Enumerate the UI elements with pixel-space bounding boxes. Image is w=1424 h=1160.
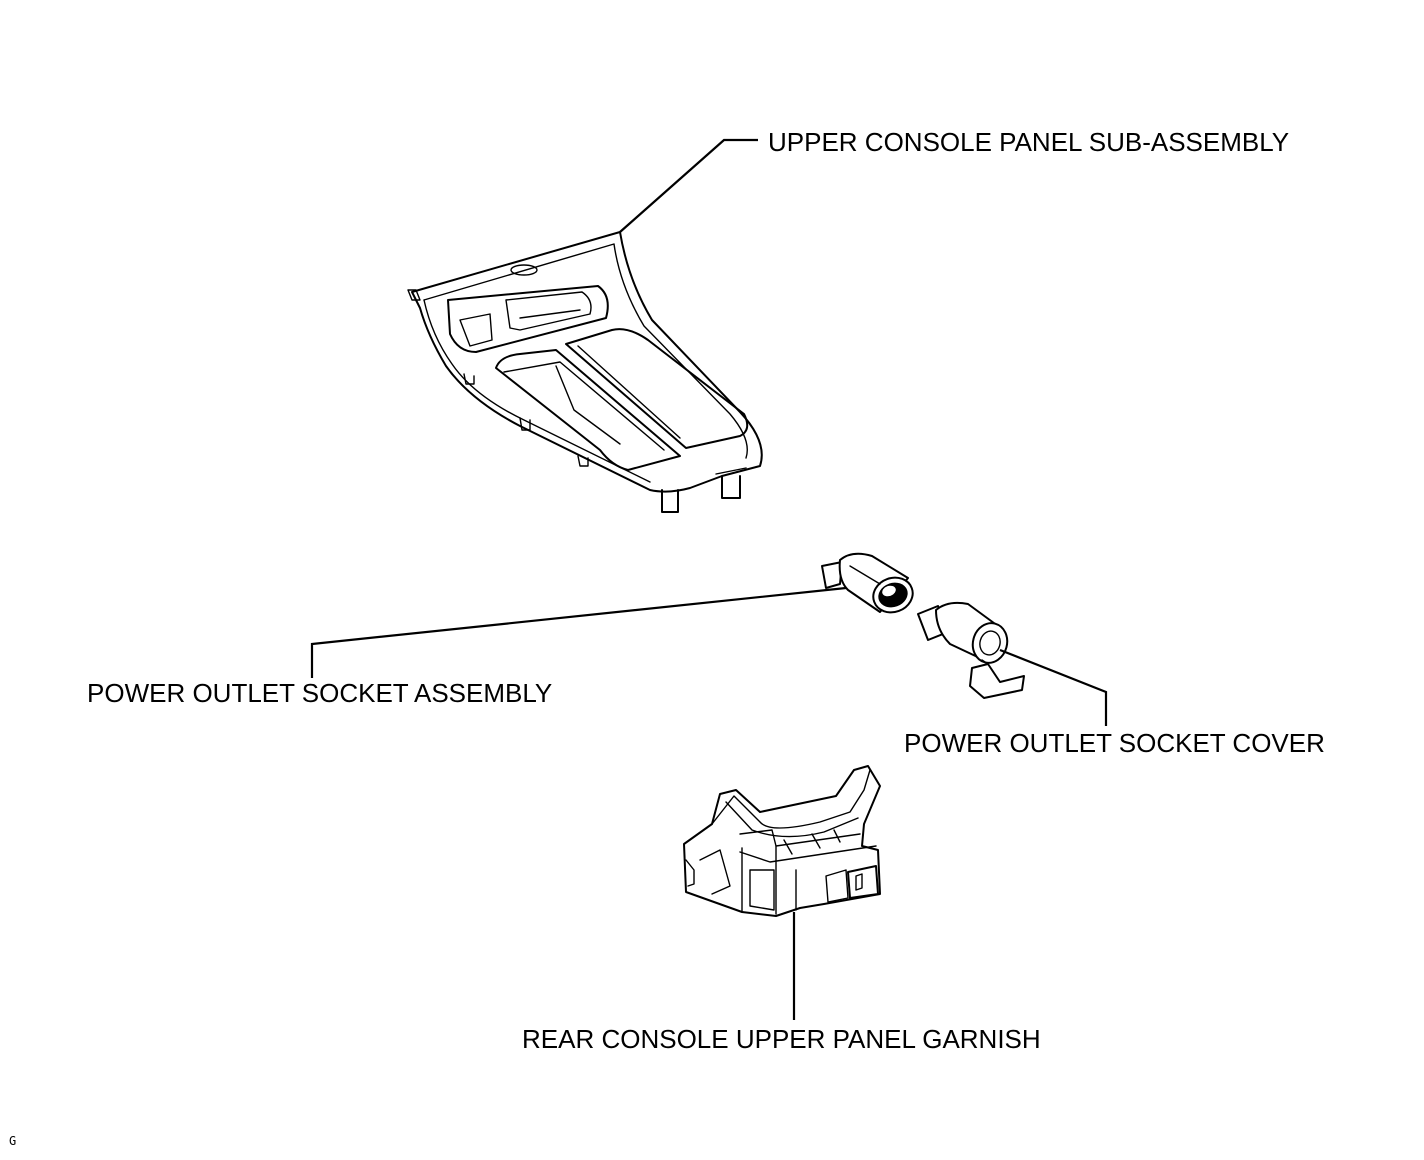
upper-console-panel-drawing bbox=[407, 231, 763, 513]
leader-socket-assembly bbox=[310, 586, 847, 678]
power-outlet-socket-cover-drawing bbox=[917, 601, 1025, 699]
label-power-outlet-socket-cover: POWER OUTLET SOCKET COVER bbox=[904, 728, 1325, 758]
label-rear-console-garnish: REAR CONSOLE UPPER PANEL GARNISH bbox=[522, 1024, 1041, 1054]
figure-code: G bbox=[9, 1134, 17, 1148]
leader-upper-console bbox=[619, 138, 758, 233]
leader-socket-cover bbox=[999, 648, 1108, 726]
leader-lines bbox=[310, 138, 1108, 1020]
label-upper-console-panel: UPPER CONSOLE PANEL SUB-ASSEMBLY bbox=[768, 127, 1290, 157]
power-outlet-socket-assembly-drawing bbox=[821, 552, 914, 614]
label-power-outlet-socket-assembly: POWER OUTLET SOCKET ASSEMBLY bbox=[87, 678, 553, 708]
rear-console-garnish-drawing bbox=[683, 765, 881, 917]
